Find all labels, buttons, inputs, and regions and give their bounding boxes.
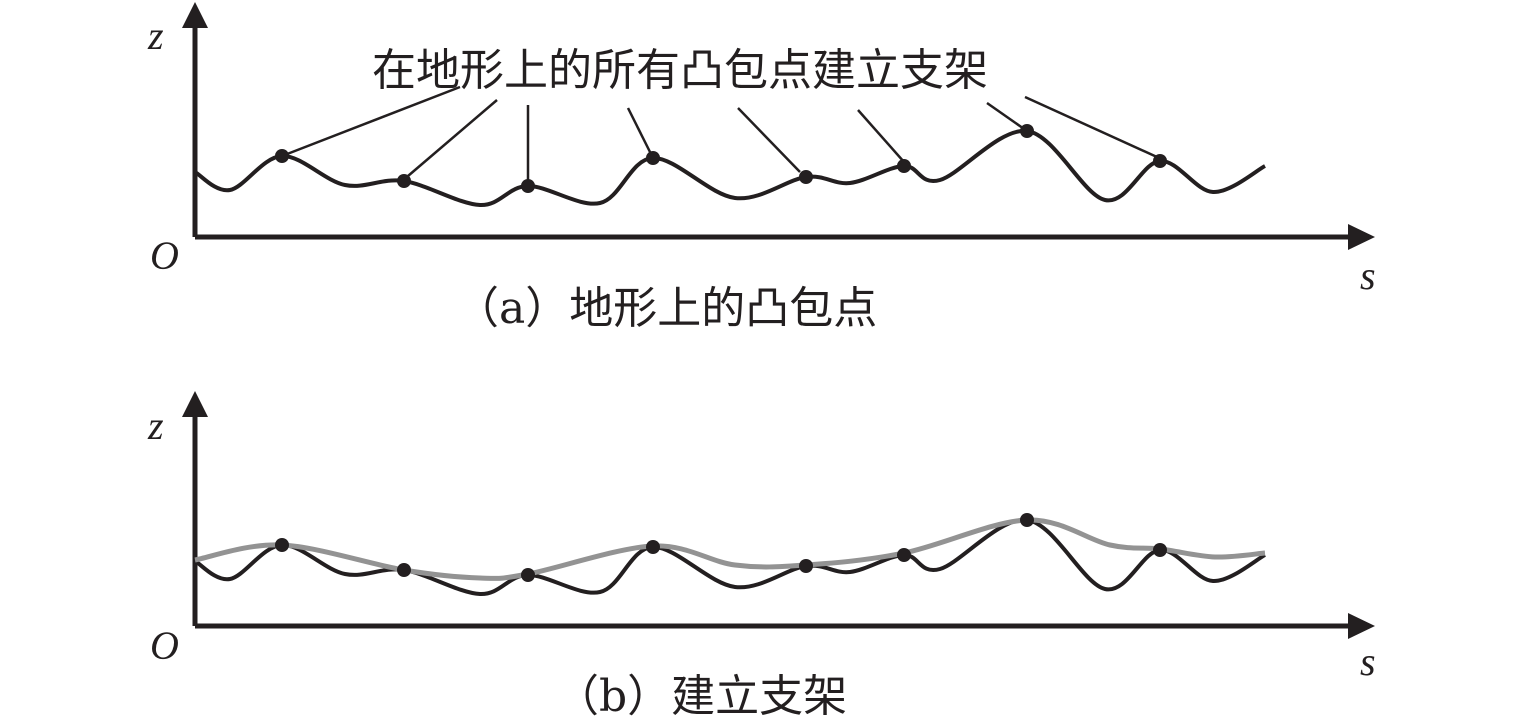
convex-point	[646, 151, 660, 165]
leader-line	[407, 99, 498, 177]
convex-point	[275, 149, 289, 163]
origin-label-a: O	[150, 233, 179, 278]
caption-b: （b）建立支架	[555, 671, 848, 722]
support-point	[897, 548, 911, 562]
leader-line	[857, 109, 905, 163]
leader-line	[1024, 95, 1158, 159]
panel-a	[182, 2, 1375, 250]
origin-label-b: O	[150, 623, 179, 668]
leader-line	[281, 85, 461, 158]
support-curve	[194, 517, 1266, 581]
panel-b	[182, 391, 1375, 639]
support-point	[799, 559, 813, 573]
z-axis-arrow-icon	[182, 391, 208, 417]
support-point	[646, 540, 660, 554]
convex-point	[397, 174, 411, 188]
convex-point	[799, 170, 813, 184]
leader-line	[986, 101, 1028, 133]
leader-line	[737, 107, 801, 173]
z-axis-arrow-icon	[182, 2, 208, 28]
support-point	[1153, 543, 1167, 557]
s-axis-label-b: s	[1360, 639, 1376, 684]
annotation-label: 在地形上的所有凸包点建立支架	[372, 45, 988, 96]
support-point	[1020, 513, 1034, 527]
support-point	[275, 538, 289, 552]
z-axis-label-b: z	[148, 403, 164, 448]
z-axis-label-a: z	[148, 13, 164, 58]
convex-point	[521, 179, 535, 193]
support-point	[521, 568, 535, 582]
convex-point	[1020, 124, 1034, 138]
s-axis-label-a: s	[1360, 253, 1376, 298]
support-point	[397, 563, 411, 577]
s-axis-arrow-icon	[1348, 613, 1375, 639]
terrain-curve-b	[193, 517, 1267, 597]
s-axis-arrow-icon	[1348, 224, 1375, 250]
leader-line	[626, 107, 655, 159]
terrain-curve-a	[193, 128, 1267, 208]
convex-point	[1153, 154, 1167, 168]
caption-a: （a）地形上的凸包点	[455, 283, 878, 334]
convex-point	[897, 159, 911, 173]
